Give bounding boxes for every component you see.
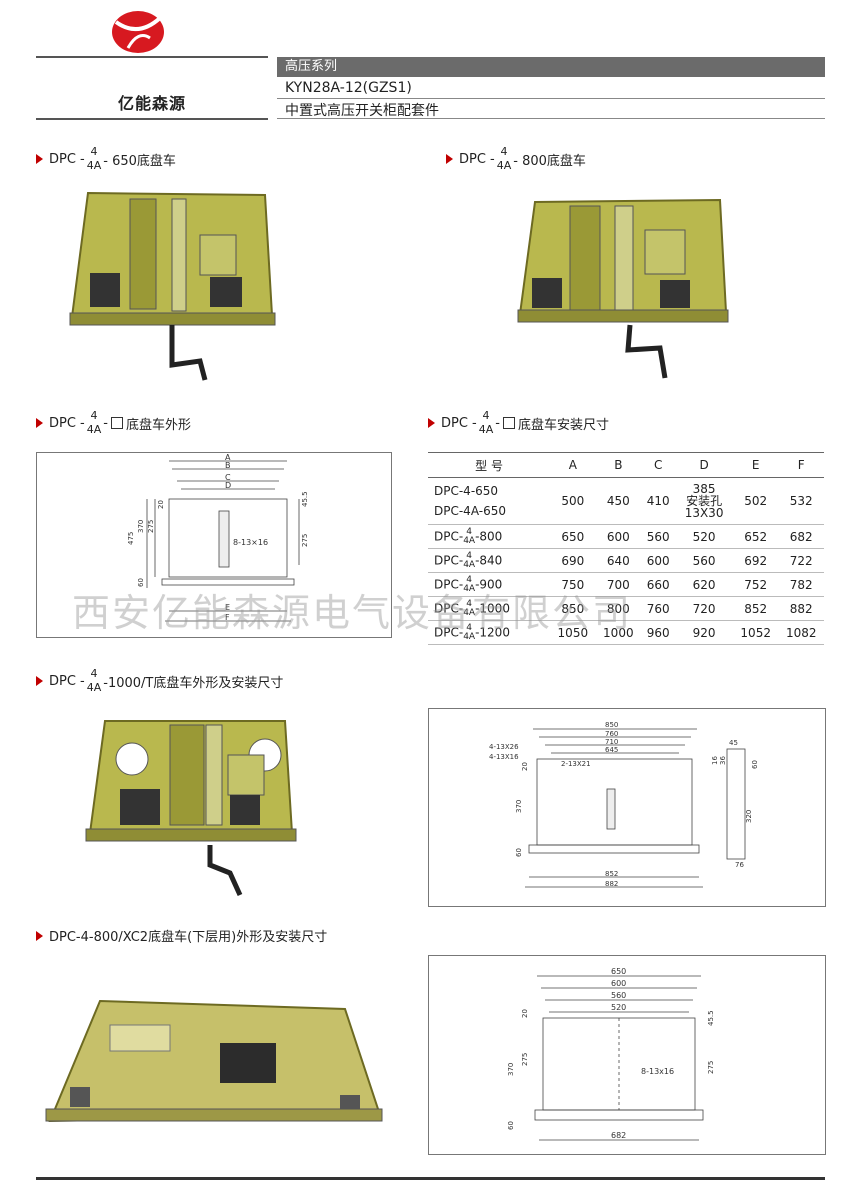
dim-left-370: 370	[507, 1063, 515, 1076]
bullet-icon	[428, 418, 435, 428]
brand-divider	[36, 118, 268, 120]
dim-520: 520	[611, 1003, 626, 1012]
series-bar: 高压系列	[277, 57, 825, 77]
dim-left-60: 60	[515, 848, 523, 857]
dim-76: 76	[735, 861, 744, 869]
drawing-1000t: 850 760 710 645 4-13X26 4-13X16 2-13X21 …	[489, 721, 759, 888]
dim-left-20: 20	[157, 500, 165, 509]
dim-560: 560	[611, 991, 626, 1000]
dim-F: F	[225, 613, 230, 622]
brand-name: 亿能森源	[117, 94, 186, 113]
subtitle-divider	[277, 118, 825, 119]
placeholder-box-icon	[502, 417, 515, 429]
dim-left-370: 370	[515, 800, 523, 813]
watermark-text: 西安亿能森源电气设备有限公司	[72, 591, 633, 635]
dim-A: A	[225, 453, 231, 462]
dim-850: 850	[605, 721, 618, 729]
footer-divider	[36, 1177, 825, 1180]
bullet-icon	[36, 154, 43, 164]
dim-left-370: 370	[137, 520, 145, 533]
bullet-icon	[446, 154, 453, 164]
dim-600: 600	[611, 979, 626, 988]
hole-2-13x21: 2-13X21	[561, 760, 591, 768]
dim-left-275: 275	[147, 520, 155, 533]
dim-45: 45	[729, 739, 738, 747]
model-divider	[277, 98, 825, 99]
dim-left-475: 475	[127, 532, 135, 545]
drawing-xc2-panel: 650 600 560 520 8-13x16 682 20 370 275 6…	[428, 955, 826, 1155]
dim-left-20: 20	[521, 762, 529, 771]
dim-650: 650	[611, 967, 626, 976]
dim-36: 36	[719, 756, 727, 765]
header-divider	[36, 56, 268, 58]
bullet-icon	[36, 930, 43, 941]
model-title: KYN28A-12(GZS1)	[285, 80, 412, 96]
dim-710: 710	[605, 738, 618, 746]
bullet-icon	[36, 676, 43, 686]
dim-E: E	[225, 603, 230, 612]
chassis-photo-1000t	[85, 720, 297, 897]
dim-16: 16	[711, 756, 719, 765]
section-heading-xc2: DPC-4-800/XC2底盘车(下层用)外形及安装尺寸	[36, 926, 327, 945]
dim-882: 882	[605, 880, 618, 888]
dim-760: 760	[605, 730, 618, 738]
dim-right-45: 45.5	[301, 491, 309, 507]
subtitle: 中置式高压开关柜配套件	[285, 103, 439, 119]
dim-right-275: 275	[301, 534, 309, 547]
chassis-photo-xc2	[45, 999, 383, 1123]
table-header-row: 型 号 A B C D E F	[428, 452, 824, 478]
hole-4-13x16: 4-13X16	[489, 753, 519, 761]
dim-left-20: 20	[521, 1009, 529, 1018]
dim-left-60: 60	[507, 1121, 515, 1130]
dim-320: 320	[745, 810, 753, 823]
company-logo	[112, 11, 164, 53]
chassis-photo-650	[69, 191, 276, 381]
placeholder-box-icon	[110, 417, 123, 429]
hole-8-13x16: 8-13x16	[641, 1067, 674, 1076]
drawing-xc2: 650 600 560 520 8-13x16 682 20 370 275 6…	[507, 967, 715, 1141]
dim-right-45: 45.5	[707, 1010, 715, 1026]
install-dimension-table: 型 号 A B C D E F DPC-4-650 DPC-4A-650 500…	[428, 452, 824, 645]
outline-drawing-panel: A B C D E F 8-13×16 475 370 275 20 60 45…	[36, 452, 392, 638]
dim-645: 645	[605, 746, 618, 754]
dim-right-275: 275	[707, 1061, 715, 1074]
hole-4-13x26: 4-13X26	[489, 743, 519, 751]
dim-852: 852	[605, 870, 618, 878]
dim-C: C	[225, 473, 231, 482]
table-row: DPC-4-650 DPC-4A-650 500 450 410 385 安装孔…	[428, 478, 824, 525]
dim-left-275: 275	[521, 1053, 529, 1066]
drawing-1000t-panel: 850 760 710 645 4-13X26 4-13X16 2-13X21 …	[428, 708, 826, 907]
bullet-icon	[36, 418, 43, 428]
dim-side-60: 60	[751, 760, 759, 769]
hole-spec: 8-13×16	[233, 538, 268, 547]
dim-682: 682	[611, 1131, 626, 1140]
dim-B: B	[225, 461, 231, 470]
chassis-photo-800	[517, 198, 729, 379]
dim-D: D	[225, 481, 231, 490]
outline-drawing: A B C D E F 8-13×16 475 370 275 20 60 45…	[127, 453, 309, 622]
dim-left-60: 60	[137, 578, 145, 587]
